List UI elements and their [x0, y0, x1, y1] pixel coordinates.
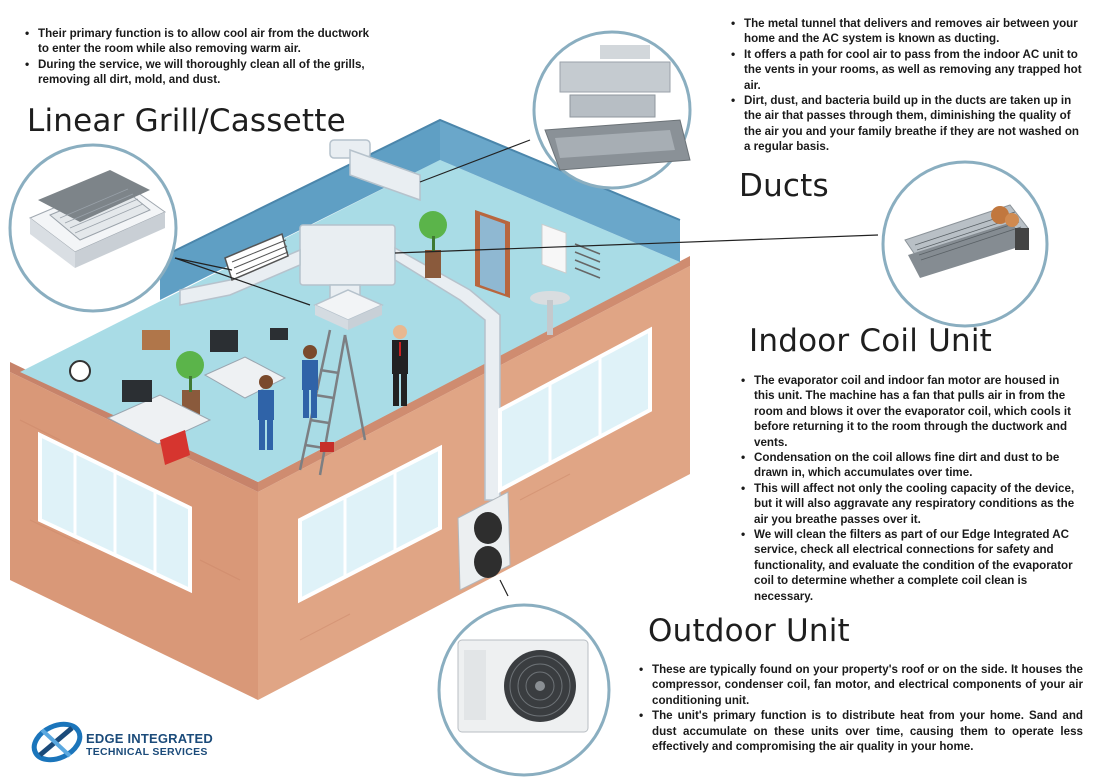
ducts-bullet-3: Dirt, dust, and bacteria build up in the…: [731, 93, 1088, 155]
outdoor-bullet-1: These are typically found on your proper…: [639, 662, 1083, 708]
grill-heading: Linear Grill/Cassette: [27, 103, 346, 139]
outdoor-bullet-2: The unit's primary function is to distri…: [639, 708, 1083, 754]
logo-line-1: EDGE INTEGRATED: [86, 731, 213, 746]
businessman: [392, 325, 408, 406]
duct-icon: [532, 30, 692, 190]
outdoor-text: These are typically found on your proper…: [636, 662, 1083, 754]
technician-2: [302, 345, 318, 418]
coil-text: The evaporator coil and indoor fan motor…: [738, 373, 1083, 604]
outdoor-heading: Outdoor Unit: [648, 613, 850, 649]
cassette-unit-icon: [8, 143, 178, 313]
logo-line-2: TECHNICAL SERVICES: [86, 746, 208, 758]
outdoor-bullets: These are typically found on your proper…: [636, 662, 1083, 754]
coil-bullet-1: The evaporator coil and indoor fan motor…: [741, 373, 1083, 450]
coil-bullet-3: This will affect not only the cooling ca…: [741, 481, 1083, 527]
technician-1: [258, 375, 274, 450]
outdoor-unit-icon: [437, 603, 611, 777]
ducts-bullet-1: The metal tunnel that delivers and remov…: [731, 16, 1088, 47]
coil-bullets: The evaporator coil and indoor fan motor…: [738, 373, 1083, 604]
grill-bullets: Their primary function is to allow cool …: [22, 26, 382, 88]
logo: EDGE INTEGRATED TECHNICAL SERVICES: [86, 731, 213, 758]
ducts-bullets: The metal tunnel that delivers and remov…: [728, 16, 1088, 155]
ducts-bullet-2: It offers a path for cool air to pass fr…: [731, 47, 1088, 93]
coil-bullet-2: Condensation on the coil allows fine dir…: [741, 450, 1083, 481]
outdoor-unit-wall: [457, 491, 511, 591]
coil-bullet-4: We will clean the filters as part of our…: [741, 527, 1083, 604]
ducts-text: The metal tunnel that delivers and remov…: [728, 16, 1088, 155]
grill-bullet-1: Their primary function is to allow cool …: [25, 26, 382, 57]
ducts-heading: Ducts: [739, 168, 829, 204]
logo-icon: [31, 721, 83, 763]
coil-unit-icon: [881, 160, 1049, 328]
windows-right: [298, 326, 652, 604]
plant-1: [419, 211, 447, 278]
back-wall-right: [440, 120, 680, 262]
grill-text: Their primary function is to allow cool …: [22, 26, 382, 88]
coil-heading: Indoor Coil Unit: [749, 323, 992, 359]
grill-bullet-2: During the service, we will thoroughly c…: [25, 57, 382, 88]
duct-system: [179, 139, 501, 501]
